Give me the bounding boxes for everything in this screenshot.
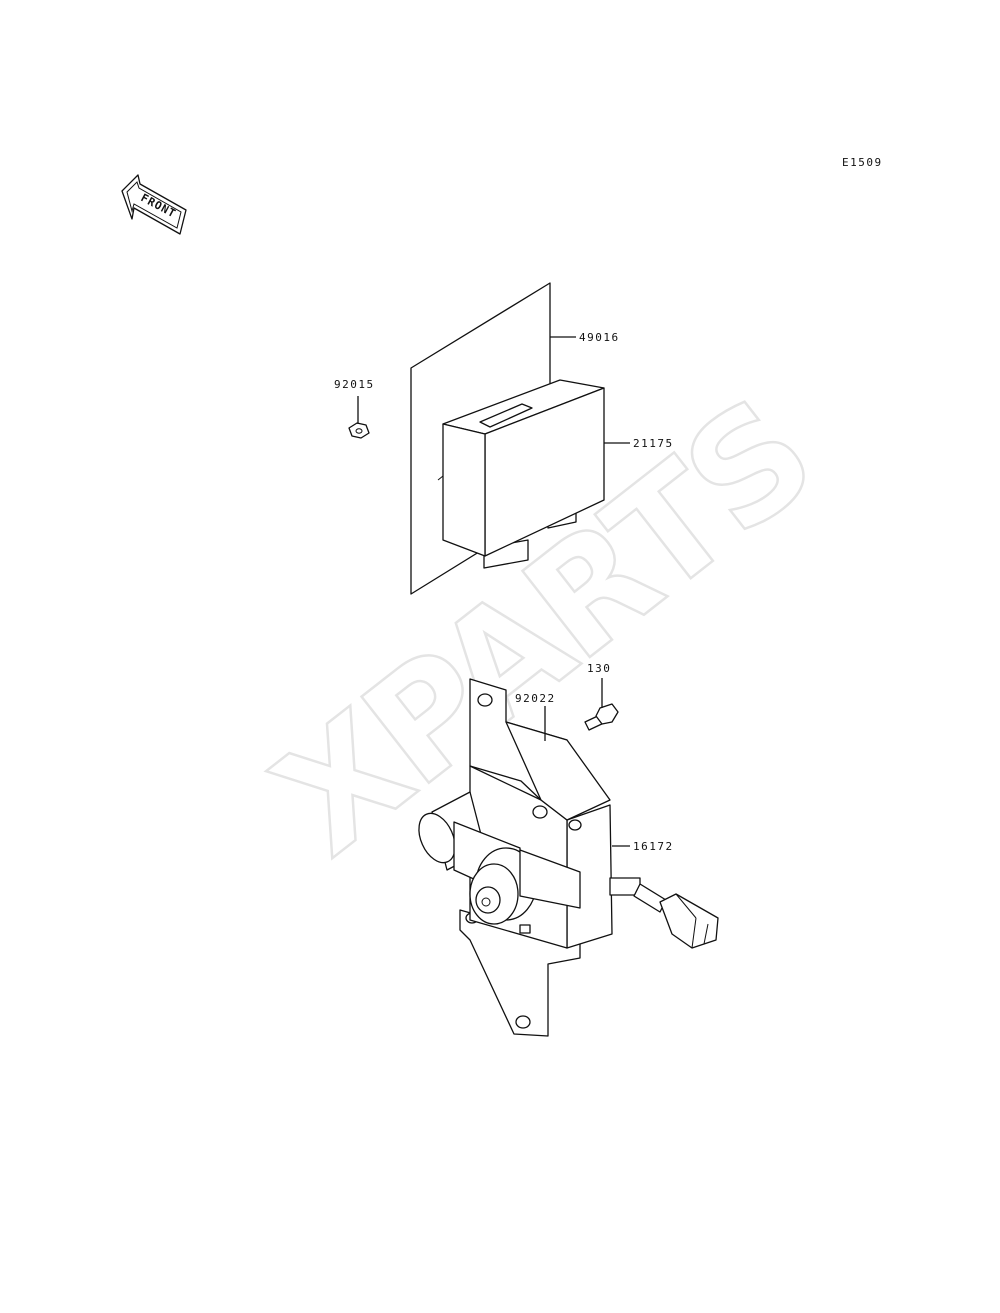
callout-16172: 16172 [633,840,674,853]
part-92015-nut [348,422,370,439]
callout-49016: 49016 [579,331,620,344]
part-16172-actuator [418,678,719,1037]
callout-21175: 21175 [633,437,674,450]
part-130-bolt [584,703,619,731]
callout-92022: 92022 [515,692,556,705]
callout-92015: 92015 [334,378,375,391]
front-arrow-icon: FRONT [121,174,187,235]
diagram-code: E1509 [842,156,883,169]
callout-130: 130 [587,662,611,675]
part-21175-control-unit [437,379,605,569]
